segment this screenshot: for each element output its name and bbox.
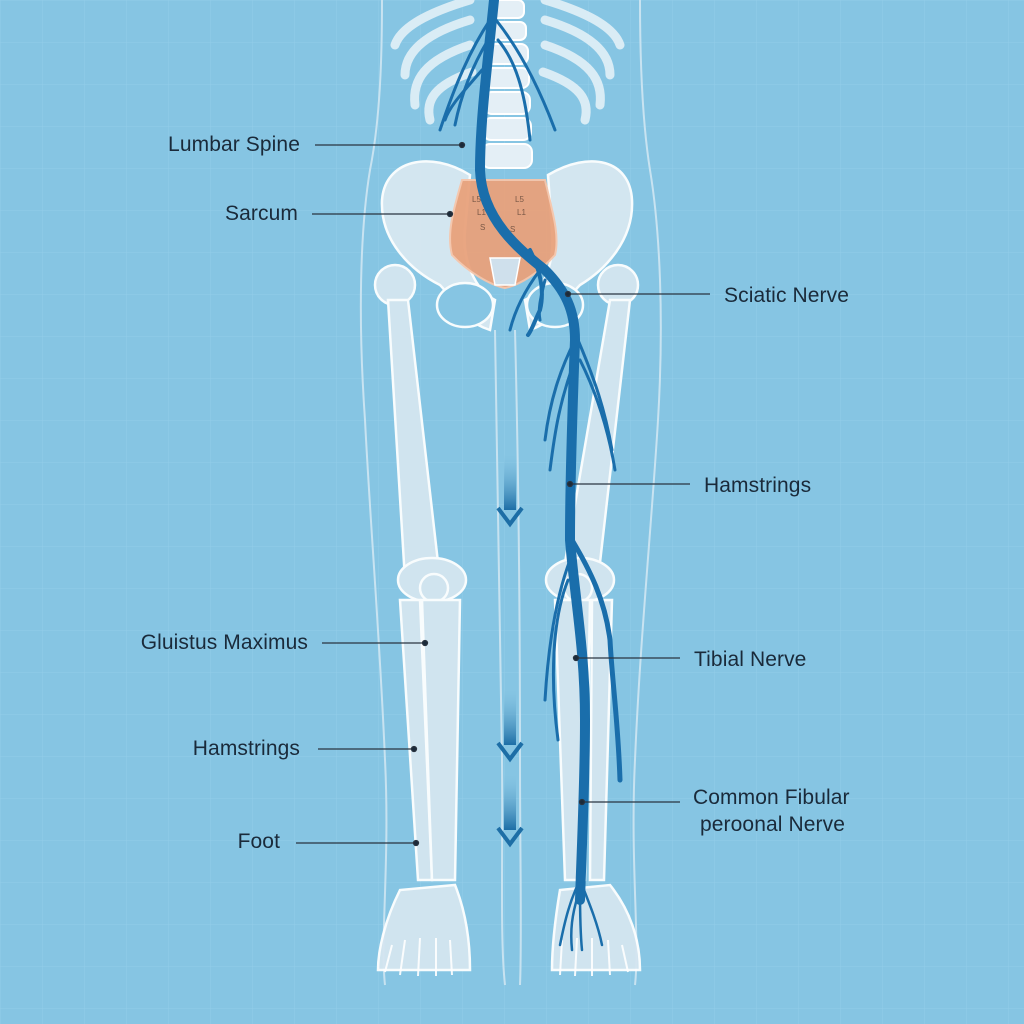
svg-text:L5: L5: [472, 195, 481, 204]
label-foot: Foot: [237, 830, 280, 853]
label-sciatic-nerve: Sciatic Nerve: [724, 284, 850, 307]
svg-text:L1: L1: [517, 208, 526, 217]
label-tibial-nerve: Tibial Nerve: [694, 648, 807, 671]
right-foot-bones: [559, 937, 629, 977]
label-gluteus-maximus: Gluistus Maximus: [140, 631, 308, 654]
down-arrow-icon: [496, 775, 524, 848]
sacrum-markings: L5 L5 L1 L1 S S: [472, 195, 526, 234]
svg-text:L1: L1: [477, 208, 486, 217]
label-common-fibular-line1: Common Fibular: [693, 786, 850, 809]
label-common-fibular-line2: peroonal Nerve: [700, 813, 845, 836]
svg-text:L5: L5: [515, 195, 524, 204]
leader-lines: [296, 141, 710, 847]
coccyx-bone: [489, 257, 521, 286]
label-lumbar-spine: Lumbar Spine: [168, 133, 300, 156]
left-foot-bones: [384, 937, 453, 977]
sciatic-nerve-path: [438, 0, 623, 952]
body-outline: [359, 0, 662, 986]
label-hamstrings-left: Hamstrings: [192, 737, 300, 760]
svg-text:S: S: [510, 225, 515, 234]
svg-text:S: S: [480, 223, 485, 232]
ribcage: [390, 0, 625, 125]
down-arrow-icon: [496, 690, 524, 763]
left-leg-bones: [373, 263, 472, 972]
label-hamstrings-right: Hamstrings: [704, 474, 812, 497]
down-arrow-icon: [496, 455, 524, 528]
label-sacrum: Sarcum: [225, 202, 298, 225]
